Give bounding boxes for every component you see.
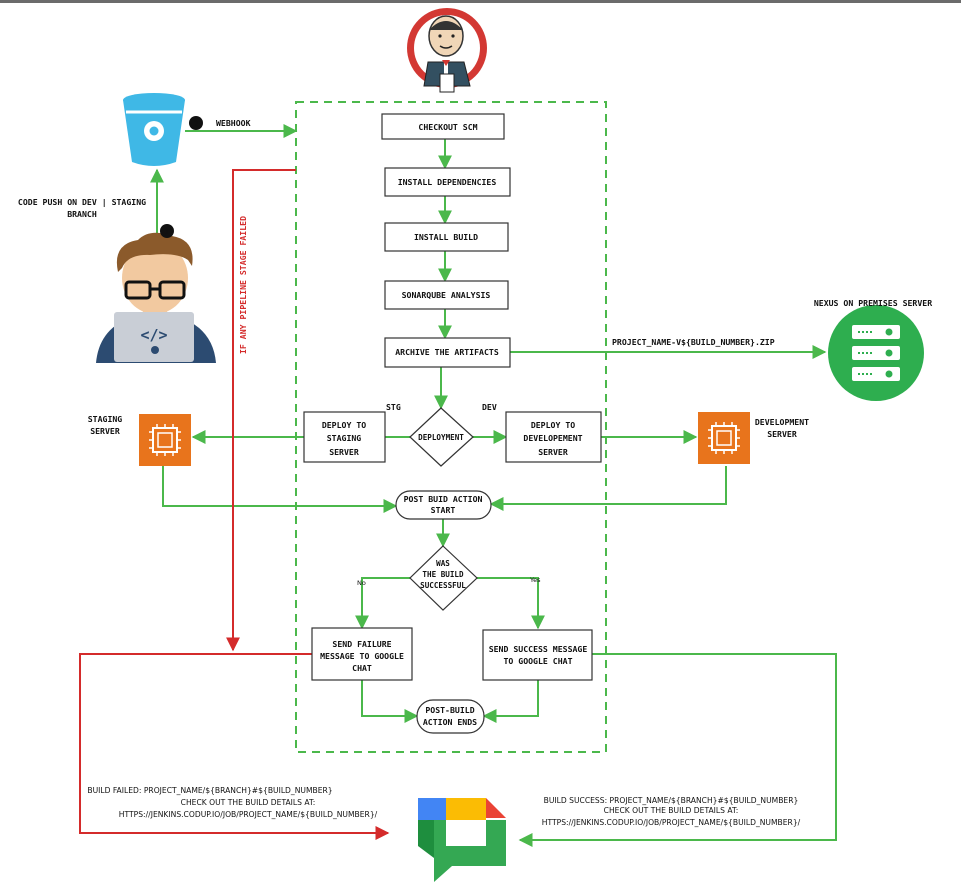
staging-server-line2: SERVER	[90, 426, 120, 436]
pipeline-failed-label: IF ANY PIPELINE STAGE FAILED	[238, 216, 248, 354]
archive-label: ARCHIVE THE ARTIFACTS	[395, 347, 499, 357]
stage-send-failure-message	[311, 627, 413, 681]
stage-post-build-end	[416, 699, 485, 734]
post-start-line2: START	[431, 505, 456, 515]
success-msg-line1: SEND SUCCESS MESSAGE	[489, 644, 588, 654]
webhook-label: WEBHOOK	[216, 118, 251, 128]
google-chat-icon	[418, 798, 506, 882]
success-notification-line2: CHECK OUT THE BUILD DETAILS AT:	[604, 806, 739, 815]
deployment-label: DEPLOYMENT	[418, 433, 464, 442]
developer-icon: </>	[96, 232, 216, 363]
failed-notification-line1: BUILD FAILED: PROJECT_NAME/${BRANCH}#${B…	[87, 786, 332, 795]
no-label: No	[357, 579, 366, 587]
stage-install-build	[384, 222, 509, 252]
deploy-dev-line3: SERVER	[538, 447, 568, 457]
deploy-dev-line1: DEPLOY TO	[531, 420, 575, 430]
pipeline-container	[295, 101, 607, 753]
development-server-line2: SERVER	[767, 429, 797, 439]
step-badge-2: 2	[189, 116, 203, 130]
fail-msg-line1: SEND FAILURE	[332, 639, 391, 649]
stage-deploy-development	[505, 411, 602, 463]
arrow-pipeline-failed	[226, 169, 296, 652]
arrow-no-branch	[355, 577, 410, 630]
was-line3: SUCCESSFUL	[420, 581, 466, 590]
nexus-title: NEXUS ON PREMISES SERVER	[814, 298, 932, 308]
bitbucket-icon	[123, 93, 185, 166]
post-end-line1: POST-BUILD	[425, 705, 474, 715]
failed-notification-line2: CHECK OUT THE BUILD DETAILS AT:	[181, 798, 316, 807]
install-deps-label: INSTALL DEPENDENCIES	[398, 177, 497, 187]
post-end-line2: ACTION ENDS	[423, 717, 477, 727]
arrow-staging-to-post	[162, 466, 398, 513]
yes-label: Yes	[529, 576, 541, 584]
arrow-fail-to-chat	[79, 653, 390, 840]
success-notification-line1: BUILD SUCCESS: PROJECT_NAME/${BRANCH}#${…	[544, 796, 799, 805]
checkout-label: CHECKOUT SCM	[418, 122, 477, 132]
arrow-success-to-chat	[518, 653, 837, 847]
fail-msg-line3: CHAT	[352, 663, 372, 673]
stage-send-success-message	[482, 629, 593, 681]
stage-post-build-start	[395, 490, 492, 520]
staging-server-line1: STAGING	[88, 414, 123, 424]
nexus-server-icon	[828, 305, 924, 401]
window-top-border	[0, 0, 961, 3]
arrow-success-to-end	[482, 680, 539, 723]
jenkins-logo-icon	[407, 8, 487, 93]
decision-build-successful	[409, 545, 478, 611]
fail-msg-line2: MESSAGE TO GOOGLE	[320, 651, 404, 661]
artifact-name-label: PROJECT_NAME-V${BUILD_NUMBER}.ZIP	[612, 337, 775, 347]
svg-text:</>: </>	[140, 326, 167, 344]
arrow-yes-branch	[477, 577, 545, 630]
success-msg-line2: TO GOOGLE CHAT	[503, 656, 572, 666]
stage-archive-artifacts	[384, 337, 511, 368]
deploy-staging-line1: DEPLOY TO	[322, 420, 366, 430]
post-start-line1: POST BUID ACTION	[404, 494, 483, 504]
code-push-line2: BRANCH	[67, 209, 97, 219]
install-build-label: INSTALL BUILD	[414, 232, 478, 242]
was-line1: WAS	[436, 559, 450, 568]
stage-sonarqube-analysis	[384, 280, 509, 310]
code-push-line1: CODE PUSH ON DEV | STAGING	[18, 197, 146, 207]
deploy-staging-line3: SERVER	[329, 447, 359, 457]
stage-deploy-staging	[303, 411, 386, 463]
development-server-line1: DEVELOPMENT	[755, 417, 809, 427]
step-badge-1: 1	[160, 224, 174, 238]
arrow-fail-to-end	[361, 680, 419, 723]
arrow-dev-to-post	[489, 466, 727, 511]
was-line2: THE BUILD	[422, 570, 464, 579]
stage-install-dependencies	[384, 167, 511, 197]
development-ec2-instance-icon	[698, 412, 750, 464]
svg-text:1: 1	[164, 228, 169, 237]
staging-ec2-instance-icon	[139, 414, 191, 466]
dev-label: DEV	[482, 402, 497, 412]
deploy-staging-line2: STAGING	[327, 433, 362, 443]
deploy-dev-line2: DEVELOPEMENT	[523, 433, 582, 443]
svg-text:2: 2	[193, 120, 198, 129]
stg-label: STG	[386, 402, 401, 412]
sonarqube-label: SONARQUBE ANALYSIS	[402, 290, 491, 300]
success-notification-line3: HTTPS://JENKINS.CODUP.IO/JOB/PROJECT_NAM…	[542, 818, 801, 827]
stage-checkout-scm	[381, 113, 505, 140]
failed-notification-line3: HTTPS://JENKINS.CODUP.IO/JOB/PROJECT_NAM…	[119, 810, 378, 819]
decision-deployment	[409, 407, 474, 467]
